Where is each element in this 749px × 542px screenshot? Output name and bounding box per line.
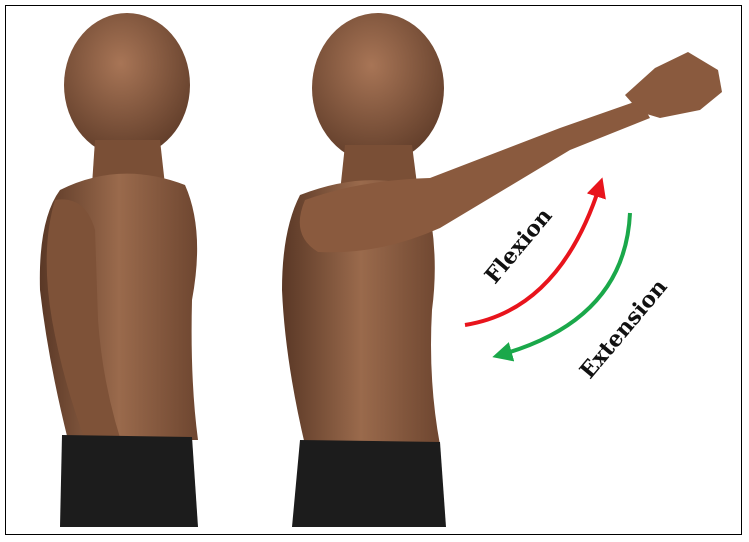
shorts [60, 435, 198, 527]
flexion-arrow [465, 185, 600, 325]
flexion-label: Flexion [480, 203, 558, 289]
hand [625, 52, 722, 118]
head [64, 13, 190, 157]
extension-label: Extension [575, 274, 673, 384]
shorts [292, 440, 446, 527]
head [312, 13, 444, 163]
man-arm-down [40, 13, 198, 527]
